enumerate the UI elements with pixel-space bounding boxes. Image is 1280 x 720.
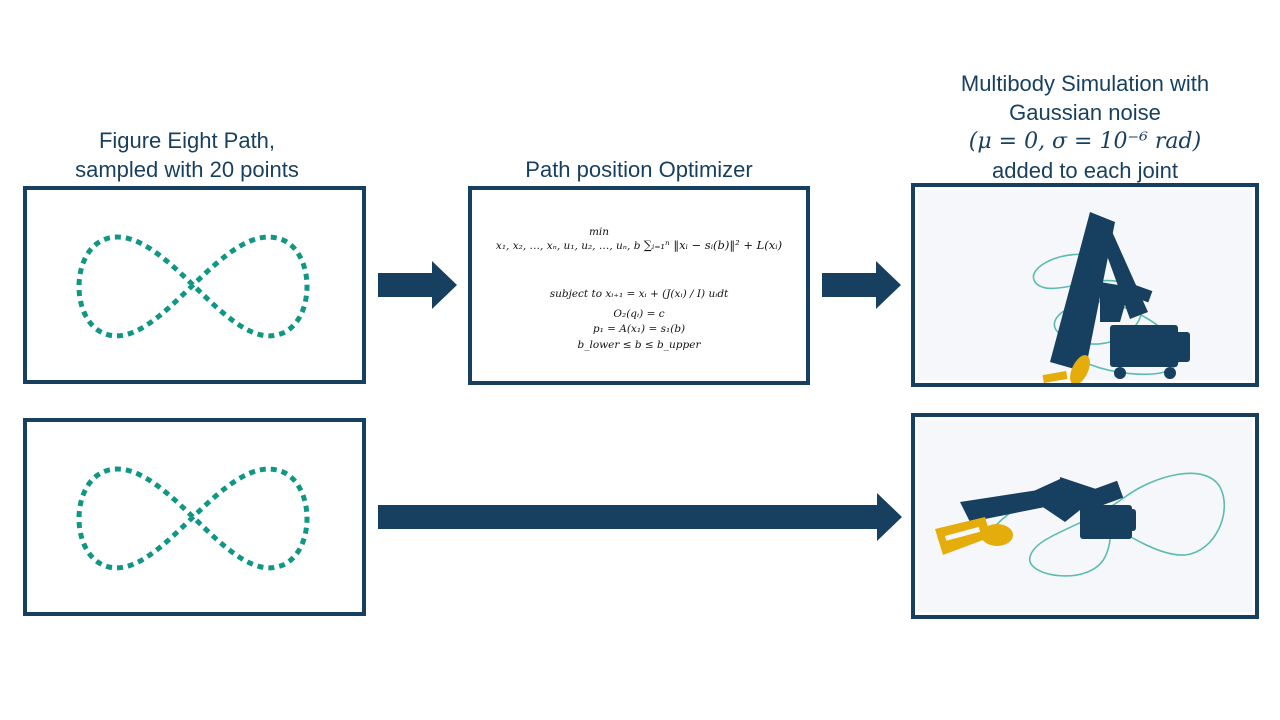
sim-caption-line4: added to each joint	[992, 158, 1178, 183]
simulation-panel-bottom	[911, 413, 1259, 619]
sim-caption-line3: (μ = 0, σ = 10⁻⁶ rad)	[968, 129, 1202, 154]
sim-caption-line1: Multibody Simulation with	[960, 71, 1210, 96]
figure-eight-path-bottom	[76, 466, 310, 571]
arrow-optimizer-to-simulation	[822, 261, 901, 309]
simulation-caption: Multibody Simulation with Gaussian noise…	[912, 69, 1258, 185]
arrow-input-to-simulation	[378, 493, 902, 541]
eq-constraint-orientation: O₂(qᵢ) = c	[613, 308, 665, 320]
eq-objective: x₁, x₂, …, xₙ, u₁, u₂, …, uₙ, b ∑ᵢ₌₁ⁿ ‖x…	[472, 238, 806, 252]
optimizer-caption: Path position Optimizer	[525, 157, 753, 182]
robot-arm	[1042, 212, 1190, 383]
robot-arm	[935, 477, 1136, 555]
eq-objective-vars: x₁, x₂, …, xₙ, u₁, u₂, …, uₙ, b	[495, 240, 641, 252]
robot-simulation-top	[918, 190, 1252, 383]
sim-caption-line2: Gaussian noise	[1009, 100, 1161, 125]
input-caption: Figure Eight Path, sampled with 20 point…	[22, 126, 352, 184]
simulation-panel-top	[911, 183, 1259, 387]
input-path-panel-bottom	[23, 418, 366, 616]
eq-constraint-bounds: b_lower ≤ b ≤ b_upper	[577, 339, 701, 351]
eq-constraint-dynamics: subject to xᵢ₊₁ = xᵢ + (J(xᵢ) / I) uᵢdt	[549, 288, 729, 300]
input-caption-line1: Figure Eight Path,	[98, 128, 276, 153]
figure-eight-path-top	[76, 234, 310, 339]
input-path-panel-top	[23, 186, 366, 384]
robot-simulation-bottom	[918, 420, 1252, 612]
eq-constraint-start: p₁ = A(x₁) = s₁(b)	[592, 323, 686, 335]
arrow-input-to-optimizer	[378, 261, 457, 309]
eq-min-label: min	[588, 226, 610, 238]
figure-eight-dotted-curve	[76, 234, 310, 339]
input-caption-line2: sampled with 20 points	[75, 157, 299, 182]
figure-eight-dotted-curve	[76, 466, 310, 571]
eq-objective-sum: ∑ᵢ₌₁ⁿ ‖xᵢ − sᵢ(b)‖² + L(xᵢ)	[643, 238, 783, 252]
optimizer-panel: min x₁, x₂, …, xₙ, u₁, u₂, …, uₙ, b ∑ᵢ₌₁…	[468, 186, 810, 385]
